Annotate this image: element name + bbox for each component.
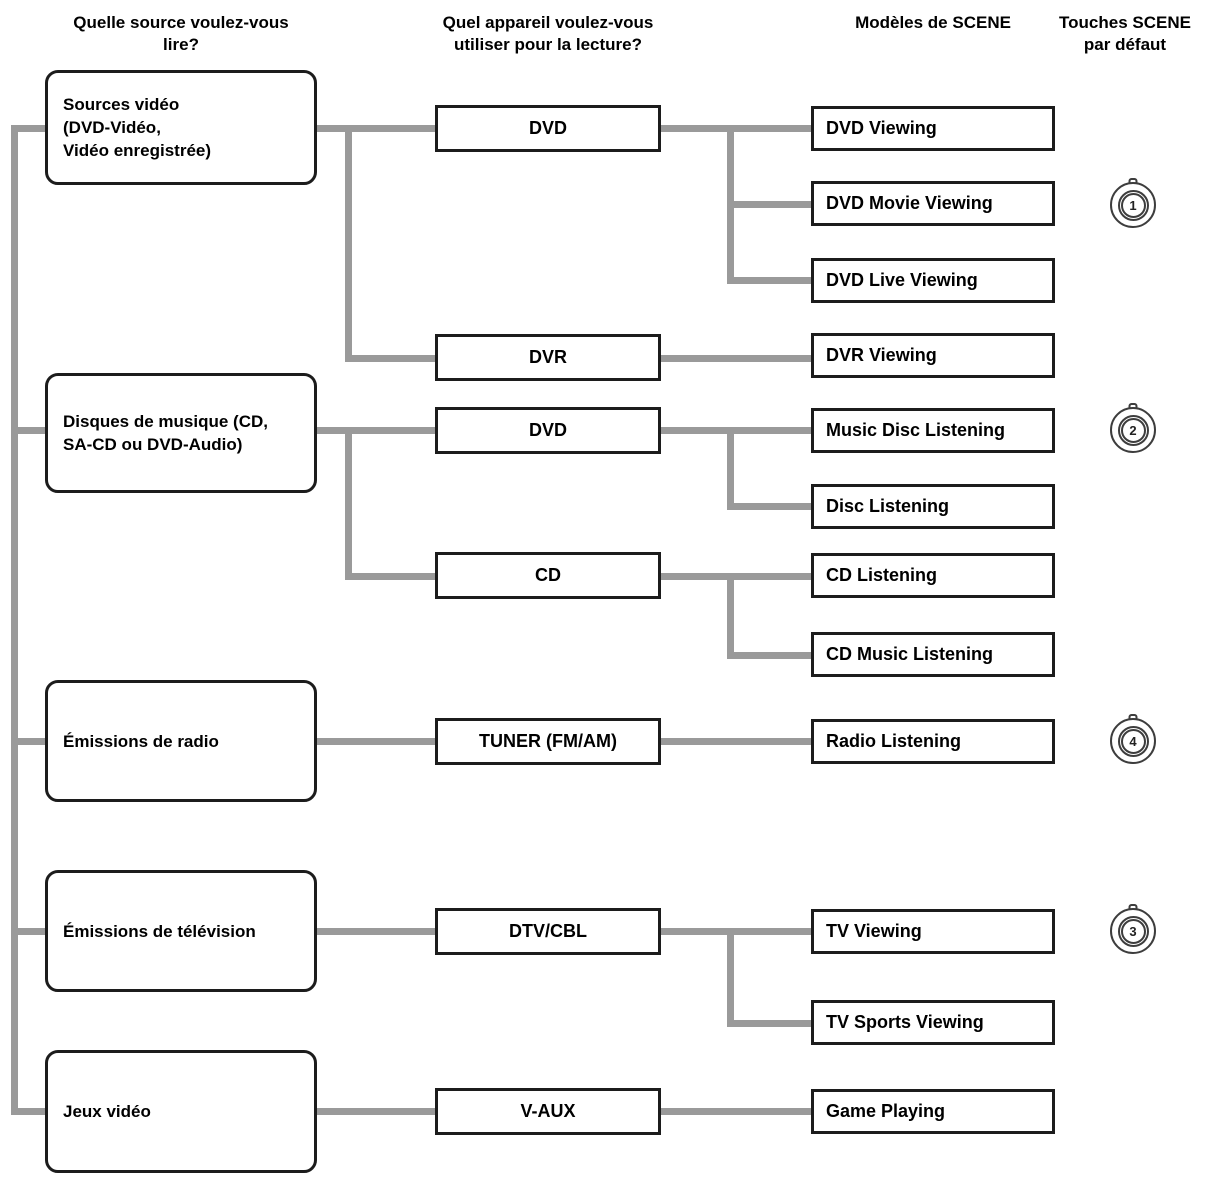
connector-branch xyxy=(727,928,734,1027)
connector-line xyxy=(727,277,811,284)
button-number: 1 xyxy=(1120,192,1146,218)
source-box-video-games: Jeux vidéo xyxy=(45,1050,317,1173)
button-number: 4 xyxy=(1120,728,1146,754)
connector-line xyxy=(727,503,811,510)
connector-line xyxy=(661,928,811,935)
source-box-video: Sources vidéo (DVD-Vidéo, Vidéo enregist… xyxy=(45,70,317,185)
device-box-cd: CD xyxy=(435,552,661,599)
connector-branch xyxy=(727,427,734,510)
connector-branch xyxy=(727,573,734,659)
device-box-v-aux: V-AUX xyxy=(435,1088,661,1135)
column-header-device: Quel appareil voulez-vous utiliser pour … xyxy=(442,13,654,54)
button-middle-ring: 1 xyxy=(1117,189,1149,221)
button-outer-ring: 3 xyxy=(1110,908,1156,954)
device-box-tuner: TUNER (FM/AM) xyxy=(435,718,661,765)
button-outer-ring: 1 xyxy=(1110,182,1156,228)
connector-line xyxy=(727,201,811,208)
source-box-music-discs: Disques de musique (CD, SA-CD ou DVD-Aud… xyxy=(45,373,317,493)
connector-line xyxy=(11,738,45,745)
connector-line xyxy=(727,652,811,659)
column-header-source: Quelle source voulez-vous lire? xyxy=(73,13,289,54)
connector-line xyxy=(317,427,435,434)
connector-line xyxy=(661,738,811,745)
device-box-dvd-video: DVD xyxy=(435,105,661,152)
connector-line xyxy=(317,1108,435,1115)
scene-button-3-icon: 3 xyxy=(1110,904,1156,954)
column-header-scene-templates: Modèles de SCENE xyxy=(855,13,1011,32)
scene-button-4-icon: 4 xyxy=(1110,714,1156,764)
device-box-dtv-cbl: DTV/CBL xyxy=(435,908,661,955)
scene-button-2-icon: 2 xyxy=(1110,403,1156,453)
connector-line xyxy=(317,738,435,745)
source-box-radio: Émissions de radio xyxy=(45,680,317,802)
scene-box-dvr-viewing: DVR Viewing xyxy=(811,333,1055,378)
source-box-television: Émissions de télévision xyxy=(45,870,317,992)
connector-line xyxy=(661,573,811,580)
connector-line xyxy=(11,125,45,132)
scene-box-dvd-movie-viewing: DVD Movie Viewing xyxy=(811,181,1055,226)
button-middle-ring: 3 xyxy=(1117,915,1149,947)
connector-line xyxy=(727,1020,811,1027)
button-middle-ring: 4 xyxy=(1117,725,1149,757)
scene-box-cd-listening: CD Listening xyxy=(811,553,1055,598)
scene-box-tv-sports-viewing: TV Sports Viewing xyxy=(811,1000,1055,1045)
scene-box-tv-viewing: TV Viewing xyxy=(811,909,1055,954)
button-number: 2 xyxy=(1120,417,1146,443)
scene-box-radio-listening: Radio Listening xyxy=(811,719,1055,764)
connector-line xyxy=(317,125,435,132)
scene-box-music-disc-listening: Music Disc Listening xyxy=(811,408,1055,453)
connector-line xyxy=(661,427,811,434)
button-middle-ring: 2 xyxy=(1117,414,1149,446)
scene-box-dvd-live-viewing: DVD Live Viewing xyxy=(811,258,1055,303)
column-header-default-scene-buttons: Touches SCENE par défaut xyxy=(1059,13,1191,54)
connector-line xyxy=(317,928,435,935)
button-outer-ring: 2 xyxy=(1110,407,1156,453)
scene-box-cd-music-listening: CD Music Listening xyxy=(811,632,1055,677)
connector-line xyxy=(661,125,811,132)
scene-box-dvd-viewing: DVD Viewing xyxy=(811,106,1055,151)
connector-line xyxy=(661,355,811,362)
scene-box-disc-listening: Disc Listening xyxy=(811,484,1055,529)
connector-line xyxy=(661,1108,811,1115)
connector-line xyxy=(345,573,435,580)
connector-branch xyxy=(345,427,352,580)
scene-button-1-icon: 1 xyxy=(1110,178,1156,228)
device-box-dvr: DVR xyxy=(435,334,661,381)
button-number: 3 xyxy=(1120,918,1146,944)
button-outer-ring: 4 xyxy=(1110,718,1156,764)
connector-line xyxy=(11,1108,45,1115)
connector-branch xyxy=(345,125,352,362)
device-box-dvd-music: DVD xyxy=(435,407,661,454)
connector-line xyxy=(11,427,45,434)
connector-line xyxy=(345,355,435,362)
connector-trunk xyxy=(11,125,18,1115)
scene-box-game-playing: Game Playing xyxy=(811,1089,1055,1134)
connector-line xyxy=(11,928,45,935)
